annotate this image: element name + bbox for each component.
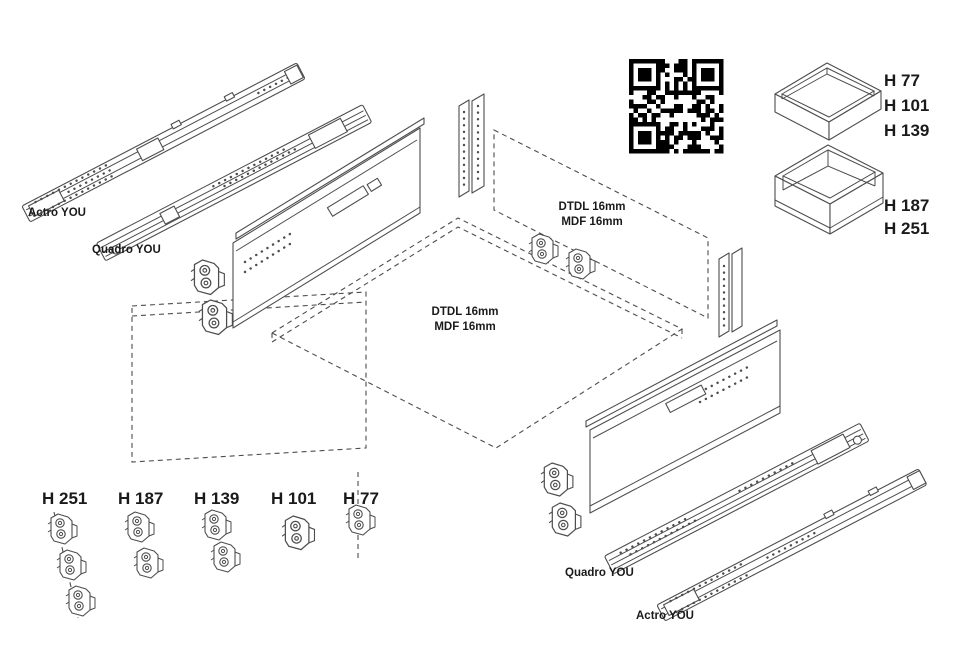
runner-actro-top (21, 63, 305, 222)
front-brackets-left (190, 259, 233, 336)
runner-quadro-bottom (604, 423, 869, 574)
back-panel-connector-left (458, 93, 485, 198)
front-brackets-right (540, 462, 582, 537)
bottom-panel-label-line1: DTDL 16mm (431, 306, 499, 318)
runner-label-actro-top: Actro YOU (28, 207, 86, 219)
height-label-h77: H 77 (884, 71, 920, 90)
side-panel-right (585, 319, 781, 514)
bracket-label-h187: H 187 (118, 489, 164, 508)
bracket-label-h77: H 77 (343, 489, 379, 508)
height-label-h139: H 139 (884, 121, 930, 140)
bracket-label-h251: H 251 (42, 489, 88, 508)
front-bracket-set (47, 472, 376, 619)
height-label-h251: H 251 (884, 219, 930, 238)
back-panel-label-line1: DTDL 16mm (558, 201, 626, 213)
runner-label-quadro-top: Quadro YOU (92, 244, 161, 256)
qr-code-icon (629, 59, 724, 154)
runner-actro-bottom (656, 468, 927, 621)
back-panel-brackets (528, 233, 596, 280)
runner-label-actro-bottom: Actro YOU (636, 610, 694, 622)
side-panel-left (232, 117, 425, 329)
bottom-panel-label-line2: MDF 16mm (434, 321, 496, 333)
runner-label-quadro-bottom: Quadro YOU (565, 567, 634, 579)
runner-quadro-top (96, 104, 372, 261)
bracket-label-h139: H 139 (194, 489, 240, 508)
bottom-panel-dashed (270, 217, 684, 449)
back-panel-label-line2: MDF 16mm (561, 216, 623, 228)
bracket-label-h101: H 101 (271, 489, 317, 508)
back-panel-connector-right (718, 247, 743, 338)
drawer-box-shallow (774, 62, 882, 141)
drawer-box-deep (774, 144, 884, 235)
height-label-h187: H 187 (884, 196, 930, 215)
height-label-h101: H 101 (884, 96, 930, 115)
back-panel-dashed (493, 129, 709, 319)
